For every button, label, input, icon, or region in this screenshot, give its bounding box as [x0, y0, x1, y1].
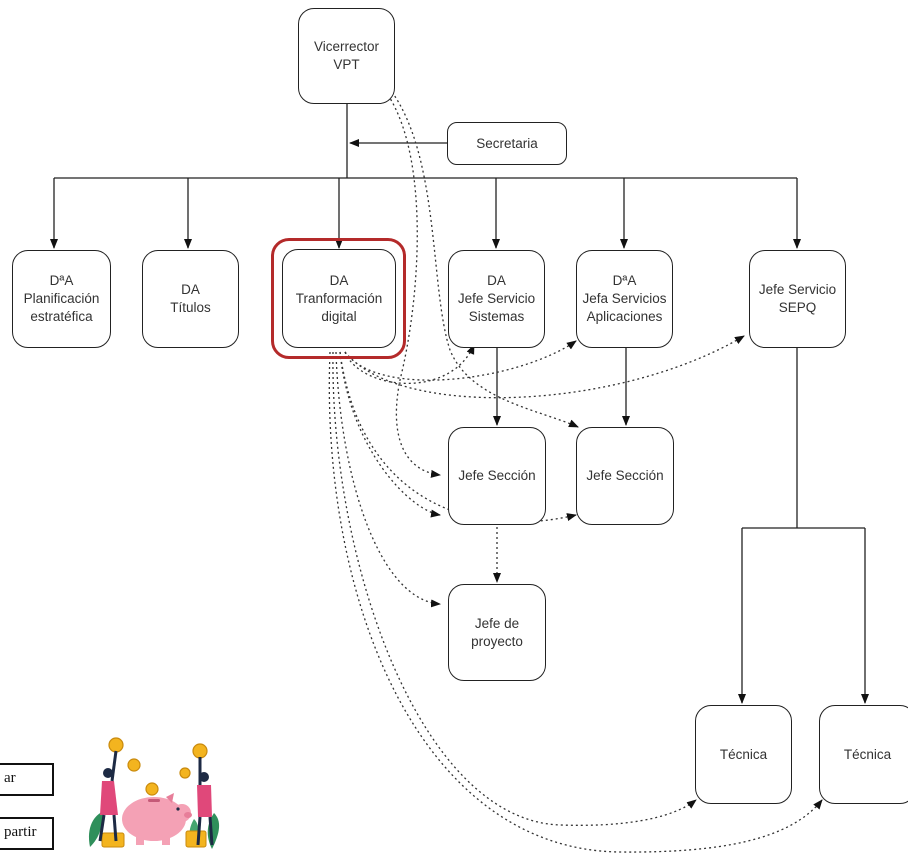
node-titulos: DA Títulos	[142, 250, 239, 348]
dotted-transf-seccion1-a	[339, 351, 441, 518]
node-tecnica1: Técnica	[695, 705, 792, 804]
dotted-transf-proyecto	[335, 351, 441, 608]
node-aplicaciones: DªA Jefa Servicios Aplicaciones	[576, 250, 673, 348]
node-seccion2: Jefe Sección	[576, 427, 674, 525]
highlight-frame	[271, 238, 406, 359]
side-button-top[interactable]: ar	[0, 763, 54, 796]
node-planificacion: DªA Planificación estratéfica	[12, 250, 111, 348]
node-seccion1: Jefe Sección	[448, 427, 546, 525]
dotted-transf-tecnica2	[328, 351, 823, 853]
dotted-transf-aplicaciones	[344, 340, 577, 381]
dotted-transf-sistemas	[344, 344, 475, 385]
piggy-bank-savings-illustration	[88, 737, 220, 849]
node-sepq: Jefe Servicio SEPQ	[749, 250, 846, 348]
node-sistemas: DA Jefe Servicio Sistemas	[448, 250, 545, 348]
node-tecnica2: Técnica	[819, 705, 908, 804]
person-icon	[98, 750, 214, 846]
node-secretaria: Secretaria	[447, 122, 567, 165]
dotted-vicerrector-seccion1	[387, 94, 441, 478]
node-proyecto: Jefe de proyecto	[448, 584, 546, 681]
side-button-bottom[interactable]: partir	[0, 817, 54, 850]
dotted-transf-seccion2	[339, 351, 577, 523]
piggy-bank-icon	[122, 793, 192, 845]
node-transformacion: DA Tranformación digital	[282, 249, 396, 348]
coin-icon	[101, 737, 208, 848]
dotted-transf-tecnica1	[332, 351, 697, 826]
node-vicerrector: Vicerrector VPT	[298, 8, 395, 104]
